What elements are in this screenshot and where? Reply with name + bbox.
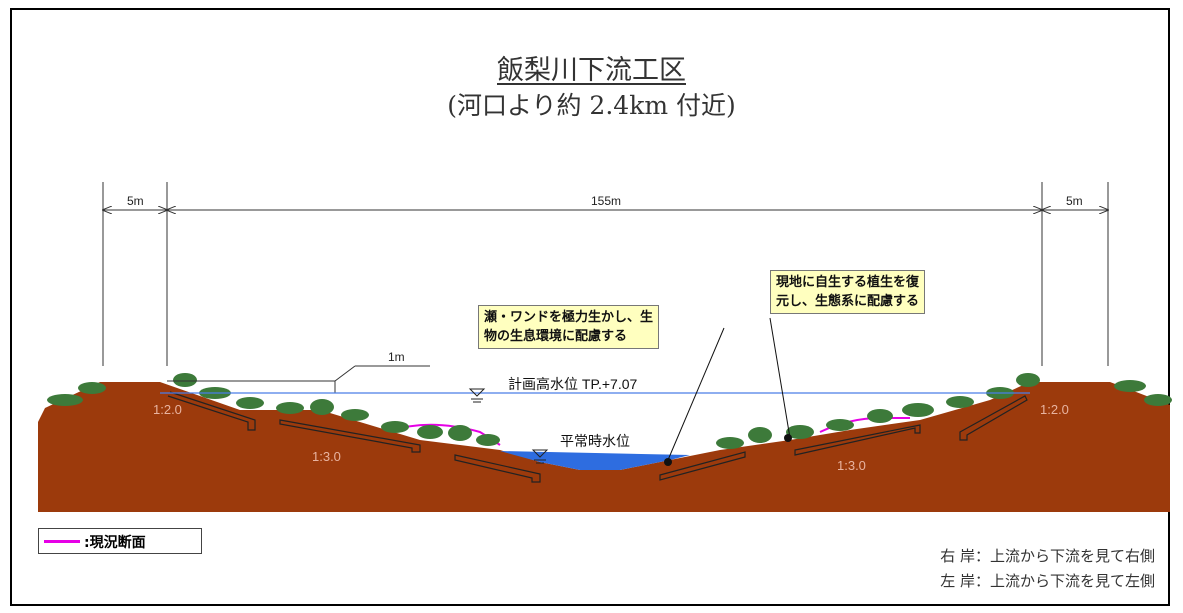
leader-dot-vegetation bbox=[784, 434, 792, 442]
diagram-title: 飯梨川下流工区 bbox=[497, 55, 686, 86]
revetments bbox=[167, 391, 1028, 483]
freeboard-indicator bbox=[167, 365, 430, 393]
planned-high-water-label: 計画高水位 TP.+7.07 bbox=[508, 376, 638, 392]
slope-right-lower: 1:3.0 bbox=[837, 458, 866, 473]
leader-dot-shoals bbox=[664, 458, 672, 466]
callout-vegetation: 現地に自生する植生を復 元し、生態系に配慮する bbox=[770, 270, 926, 314]
dim-river-label: 155m bbox=[591, 194, 621, 208]
legend-label: :現況断面 bbox=[84, 535, 146, 551]
diagram-subtitle: (河口より約 2.4km 付近) bbox=[447, 91, 736, 120]
legend: :現況断面 bbox=[38, 528, 202, 554]
note-right-bank: 右 岸：上流から下流を見て右側 bbox=[940, 547, 1155, 565]
slope-right-upper: 1:2.0 bbox=[1040, 402, 1069, 417]
normal-water-area bbox=[500, 451, 690, 470]
freeboard-label: 1m bbox=[388, 350, 405, 364]
legend-swatch bbox=[44, 540, 80, 543]
slope-left-upper: 1:2.0 bbox=[153, 402, 182, 417]
water-level-symbol-high bbox=[468, 388, 486, 403]
callout-leaders bbox=[667, 317, 791, 461]
note-left-bank: 左 岸：上流から下流を見て左側 bbox=[940, 572, 1155, 590]
normal-water-label: 平常時水位 bbox=[560, 433, 630, 449]
callout-shoals: 瀬・ワンドを極力生かし、生 物の生息環境に配慮する bbox=[478, 305, 660, 349]
dim-right-label: 5m bbox=[1066, 194, 1083, 208]
dim-left-label: 5m bbox=[127, 194, 144, 208]
water-level-symbol-normal bbox=[531, 449, 549, 464]
slope-left-lower: 1:3.0 bbox=[312, 449, 341, 464]
